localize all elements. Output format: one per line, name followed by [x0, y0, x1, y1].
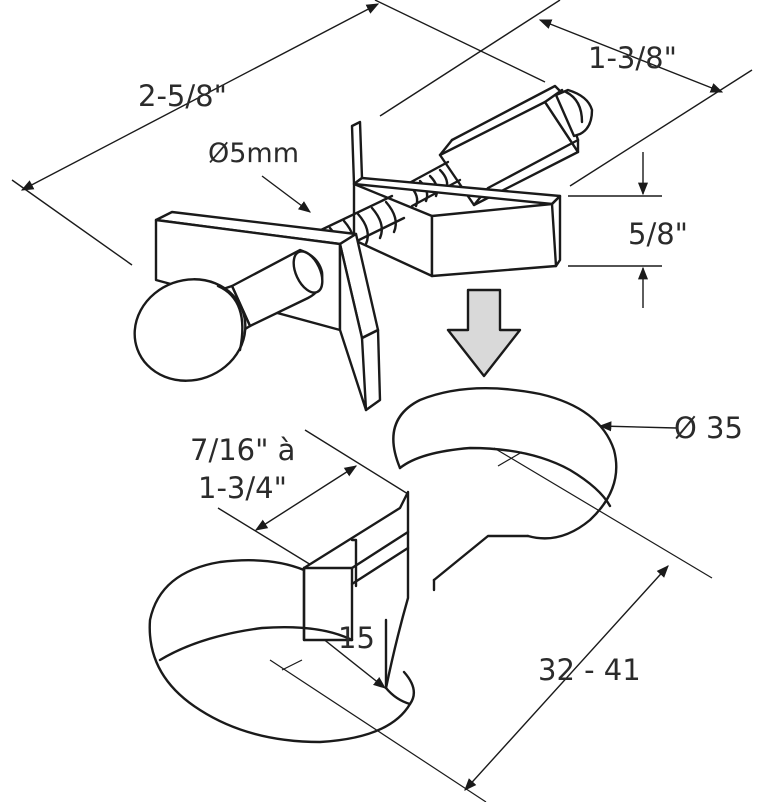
slot-width-label: 15	[338, 621, 375, 655]
hole-spacing-label: 32 - 41	[538, 653, 641, 687]
panel-thickness-label-line1: 7/16" à	[190, 433, 296, 467]
overall-length-label: 2-5/8"	[138, 79, 227, 113]
down-arrow-icon	[446, 288, 522, 378]
panel-cutout-illustration	[148, 387, 618, 744]
hole-diameter-label: Ø 35	[674, 411, 743, 445]
dimension-lines	[11, 0, 753, 802]
connector-bolt-illustration	[133, 84, 594, 412]
panel-thickness-label-line2: 1-3/4"	[198, 471, 287, 505]
pin-diameter-label: Ø5mm	[208, 138, 300, 169]
centre-marks	[281, 451, 523, 671]
nut-length-label: 1-3/8"	[588, 41, 677, 75]
bracket-width-label: 5/8"	[628, 217, 689, 251]
